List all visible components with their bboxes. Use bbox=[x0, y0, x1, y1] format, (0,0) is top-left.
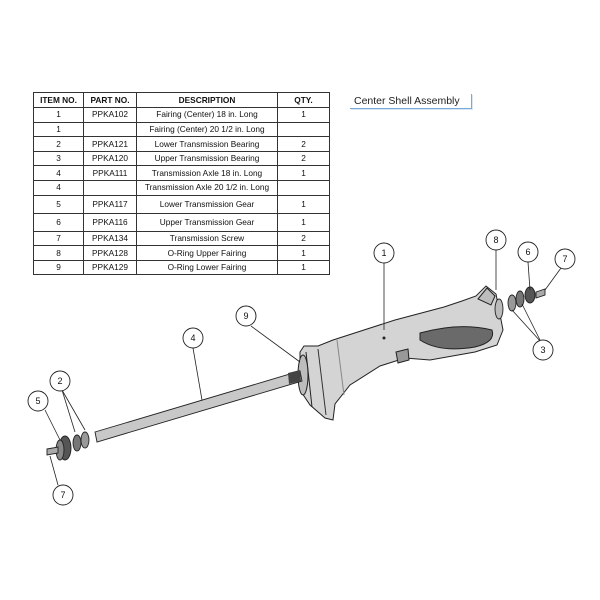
callout-7-lower-balloon bbox=[52, 484, 74, 506]
header-item-no: ITEM NO. bbox=[33, 92, 84, 108]
leader-lines bbox=[44, 250, 562, 486]
header-qty: QTY. bbox=[277, 92, 330, 108]
callout-1-label: 1 bbox=[381, 248, 386, 258]
callout-8-balloon bbox=[485, 229, 507, 251]
callout-2-balloon bbox=[49, 370, 71, 392]
callout-3-balloon bbox=[532, 339, 554, 361]
header-description: DESCRIPTION bbox=[136, 92, 278, 108]
callout-6-balloon bbox=[517, 241, 539, 263]
table-row: 5 PPKA117 Lower Transmission Gear 1 bbox=[33, 194, 330, 214]
callout-4-balloon bbox=[182, 327, 204, 349]
table-row: 1 Fairing (Center) 20 1/2 in. Long bbox=[33, 121, 330, 138]
table-header-row: ITEM NO. PART NO. DESCRIPTION QTY. bbox=[33, 92, 330, 108]
parts-table: ITEM NO. PART NO. DESCRIPTION QTY. 1 PPK… bbox=[33, 92, 330, 276]
table-row: 6 PPKA116 Upper Transmission Gear 1 bbox=[33, 212, 330, 232]
table-row: 8 PPKA128 O-Ring Upper Fairing 1 bbox=[33, 245, 330, 261]
callout-7-balloon bbox=[554, 248, 576, 270]
table-row: 9 PPKA129 O-Ring Lower Fairing 1 bbox=[33, 259, 330, 276]
callout-6-label: 6 bbox=[525, 247, 530, 257]
callout-4-label: 4 bbox=[190, 333, 195, 343]
transmission-axle bbox=[94, 370, 303, 443]
upper-gear-assembly bbox=[494, 286, 546, 320]
callout-5-label: 5 bbox=[35, 396, 40, 406]
callout-7-lower-label: 7 bbox=[60, 490, 65, 500]
lower-gear-assembly bbox=[46, 431, 90, 461]
fairing-center-shell bbox=[299, 285, 504, 421]
callout-3-label: 3 bbox=[540, 345, 545, 355]
callout-2-label: 2 bbox=[57, 376, 62, 386]
cell-qty: 1 bbox=[277, 212, 330, 232]
assembly-title: Center Shell Assembly bbox=[350, 94, 472, 109]
cell-part: PPKA129 bbox=[83, 259, 137, 276]
cell-qty: 1 bbox=[277, 259, 330, 276]
callout-5-balloon bbox=[27, 390, 49, 412]
callout-9-balloon bbox=[235, 305, 257, 327]
cell-qty: 1 bbox=[277, 245, 330, 261]
header-part-no: PART NO. bbox=[83, 92, 137, 108]
callout-8-label: 8 bbox=[493, 235, 498, 245]
callout-1-balloon bbox=[373, 242, 395, 264]
callout-9-label: 9 bbox=[243, 311, 248, 321]
callout-7-label: 7 bbox=[562, 254, 567, 264]
